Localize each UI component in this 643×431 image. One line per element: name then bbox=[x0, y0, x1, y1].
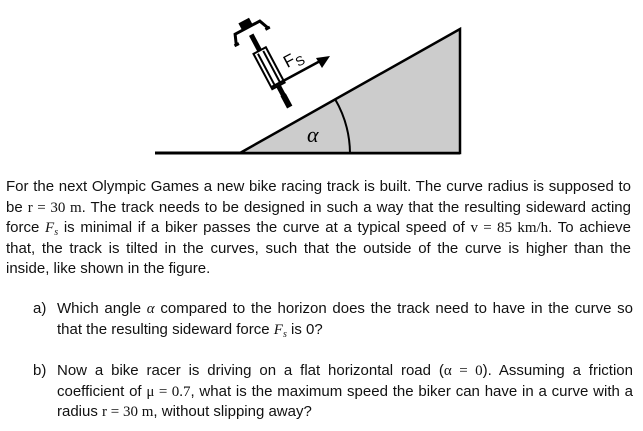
question-a-label: a) bbox=[33, 300, 47, 317]
sideward-force-arrow bbox=[271, 56, 330, 89]
banked-ramp bbox=[235, 26, 462, 155]
banked-track-figure: α FS bbox=[155, 17, 462, 155]
biker-icon bbox=[233, 17, 293, 109]
question-b-text: Now a bike racer is driving on a flat ho… bbox=[57, 362, 633, 420]
question-a: a) Which angle α compared to the horizon… bbox=[33, 299, 633, 340]
angle-arc bbox=[334, 98, 351, 154]
question-b-label: b) bbox=[33, 362, 47, 379]
angle-label: α bbox=[307, 122, 319, 147]
problem-intro: For the next Olympic Games a new bike ra… bbox=[6, 178, 632, 277]
question-b: b) Now a bike racer is driving on a flat… bbox=[33, 361, 633, 423]
question-a-text: Which angle α compared to the horizon do… bbox=[57, 300, 633, 340]
